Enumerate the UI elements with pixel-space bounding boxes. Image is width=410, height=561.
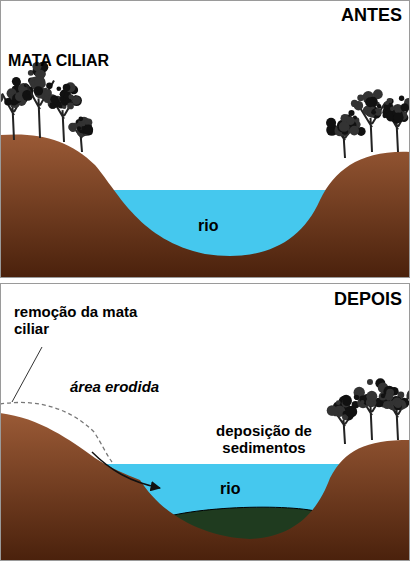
tree-foliage <box>81 122 85 126</box>
tree-foliage <box>367 379 373 385</box>
tree-foliage <box>63 84 71 92</box>
tree-foliage <box>78 116 83 121</box>
tree-foliage <box>67 103 74 110</box>
tree-foliage <box>345 406 357 418</box>
tree-foliage <box>382 113 387 118</box>
annotation-label: MATA CILIAR <box>8 52 109 70</box>
tree-foliage <box>27 91 31 95</box>
tree-trunk <box>359 102 386 152</box>
tree-foliage <box>4 98 12 106</box>
tree-foliage <box>366 391 377 402</box>
tree-foliage <box>377 104 382 109</box>
tree-foliage <box>407 390 410 399</box>
tree-foliage <box>394 400 402 408</box>
tree-foliage <box>351 100 358 107</box>
riparian-forest <box>327 378 410 444</box>
tree-foliage <box>83 125 93 135</box>
tree-foliage <box>392 397 402 407</box>
tree-foliage <box>399 96 404 101</box>
tree-foliage <box>354 395 359 400</box>
tree-foliage <box>385 392 393 400</box>
annotation-label: rio <box>220 480 240 498</box>
tree-foliage <box>349 126 359 136</box>
tree-foliage <box>339 121 349 131</box>
original-bank-line <box>0 402 112 462</box>
tree-foliage <box>72 123 78 129</box>
tree-foliage <box>383 401 391 409</box>
annotation-label: rio <box>198 217 218 235</box>
tree-foliage <box>34 76 45 87</box>
tree-foliage <box>11 99 18 106</box>
tree-foliage <box>371 110 376 115</box>
panel-heading: ANTES <box>341 5 402 26</box>
panel-heading: DEPOIS <box>334 289 402 310</box>
annotation-label: deposição de sedimentos <box>190 422 338 457</box>
tree-foliage <box>365 97 375 107</box>
panel-border <box>1 1 410 278</box>
tree-foliage <box>60 92 65 97</box>
tree-foliage <box>336 400 341 405</box>
riparian-forest <box>0 62 410 158</box>
tree-foliage <box>77 126 81 130</box>
tree-foliage <box>342 397 351 406</box>
tree-trunk <box>387 107 409 152</box>
tree-trunk <box>26 80 54 138</box>
tree-foliage <box>68 123 77 132</box>
ground <box>0 134 410 278</box>
leader-line <box>12 347 42 402</box>
tree-foliage <box>393 113 403 123</box>
tree-foliage <box>326 118 336 128</box>
tree-trunk <box>387 395 409 440</box>
tree-foliage <box>56 86 61 91</box>
tree-foliage <box>385 101 389 105</box>
annotation-label: remoção da mata ciliar <box>14 303 142 338</box>
tree-foliage <box>360 400 364 404</box>
tree-foliage <box>34 86 43 95</box>
erosion-arrow <box>92 452 160 488</box>
tree-foliage <box>46 83 53 90</box>
ground <box>0 413 410 561</box>
tree-foliage <box>81 126 85 130</box>
tree-foliage <box>401 103 409 111</box>
tree-foliage <box>327 405 337 415</box>
tree-trunk <box>2 90 26 140</box>
tree-foliage <box>12 77 21 86</box>
annotation-label: área erodida <box>70 378 159 395</box>
tree-foliage <box>50 95 58 103</box>
panel-border <box>1 284 410 561</box>
tree-foliage <box>327 127 333 133</box>
tree-foliage <box>59 96 64 101</box>
tree-foliage <box>348 110 354 116</box>
tree-foliage <box>69 94 74 99</box>
tree-foliage <box>9 90 14 95</box>
